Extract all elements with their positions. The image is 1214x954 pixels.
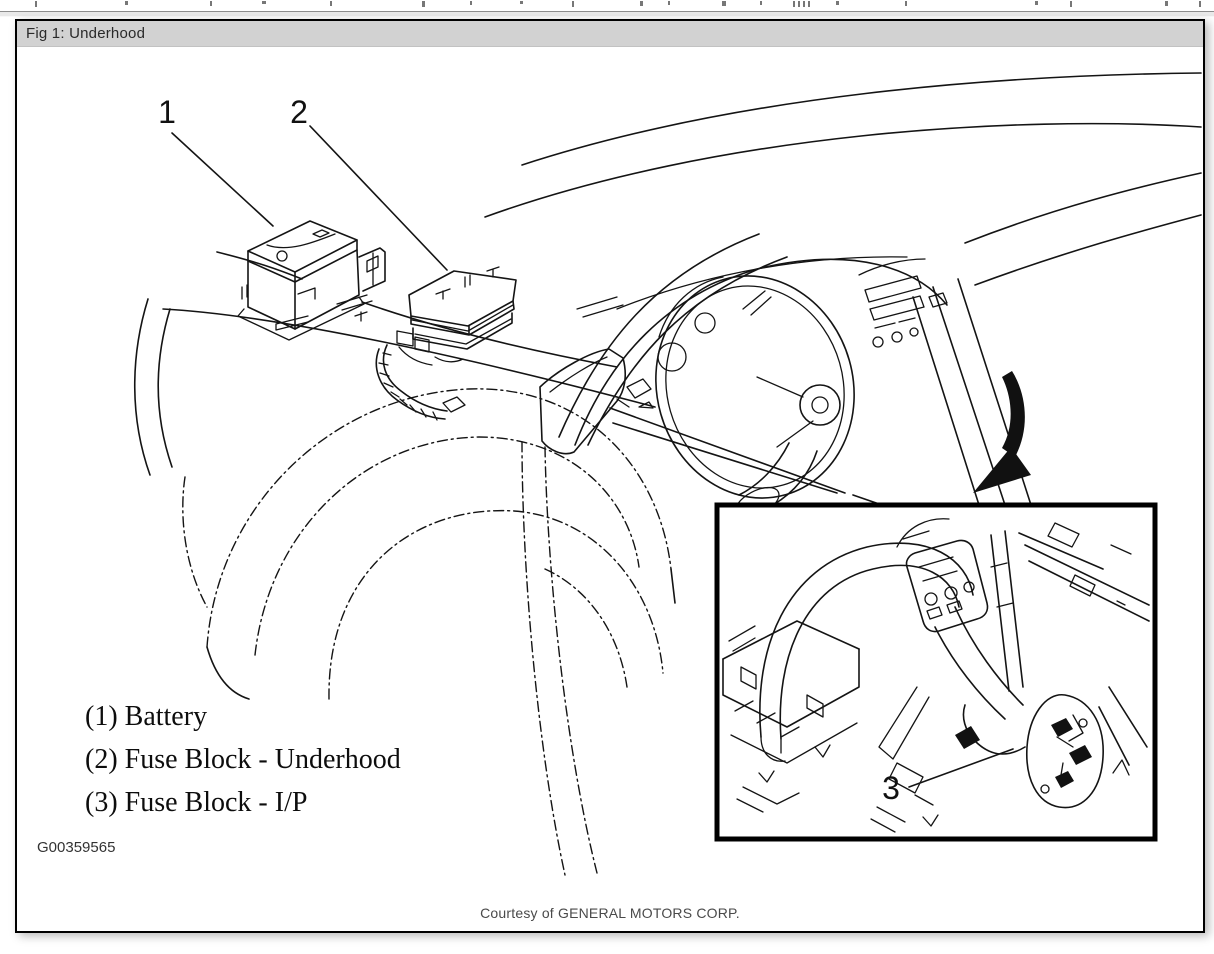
- legend-item-fuse-block-underhood: (2) Fuse Block - Underhood: [85, 744, 401, 775]
- callout-leaders: 1 2: [158, 94, 448, 271]
- inset-instrument-panel: 3: [714, 502, 1158, 842]
- figure-body: 1 2: [17, 47, 1203, 931]
- battery-drawing: [237, 220, 386, 341]
- figure-title-bar: Fig 1: Underhood: [17, 21, 1203, 47]
- graphic-id: G00359565: [37, 839, 116, 856]
- callout-3: 3: [882, 770, 900, 806]
- figure-legend: (1) Battery (2) Fuse Block - Underhood (…: [85, 695, 401, 824]
- callout-2: 2: [290, 94, 308, 130]
- interior-dash: [616, 256, 948, 520]
- fuse-block-underhood-drawing: [375, 266, 517, 421]
- figure-panel: Fig 1: Underhood: [15, 19, 1205, 933]
- callout-1: 1: [158, 94, 176, 130]
- horizontal-divider: [0, 11, 1214, 17]
- credit-line: Courtesy of GENERAL MOTORS CORP.: [480, 905, 740, 921]
- figure-title: Fig 1: Underhood: [26, 25, 146, 42]
- car-outline: [133, 72, 1202, 876]
- legend-item-battery: (1) Battery: [85, 701, 208, 732]
- underhood-diagram: 1 2: [133, 72, 1202, 876]
- legend-item-fuse-block-ip: (3) Fuse Block - I/P: [85, 787, 308, 818]
- clipped-toolbar-strip: [0, 0, 1214, 10]
- arrow-down-icon: [973, 371, 1031, 493]
